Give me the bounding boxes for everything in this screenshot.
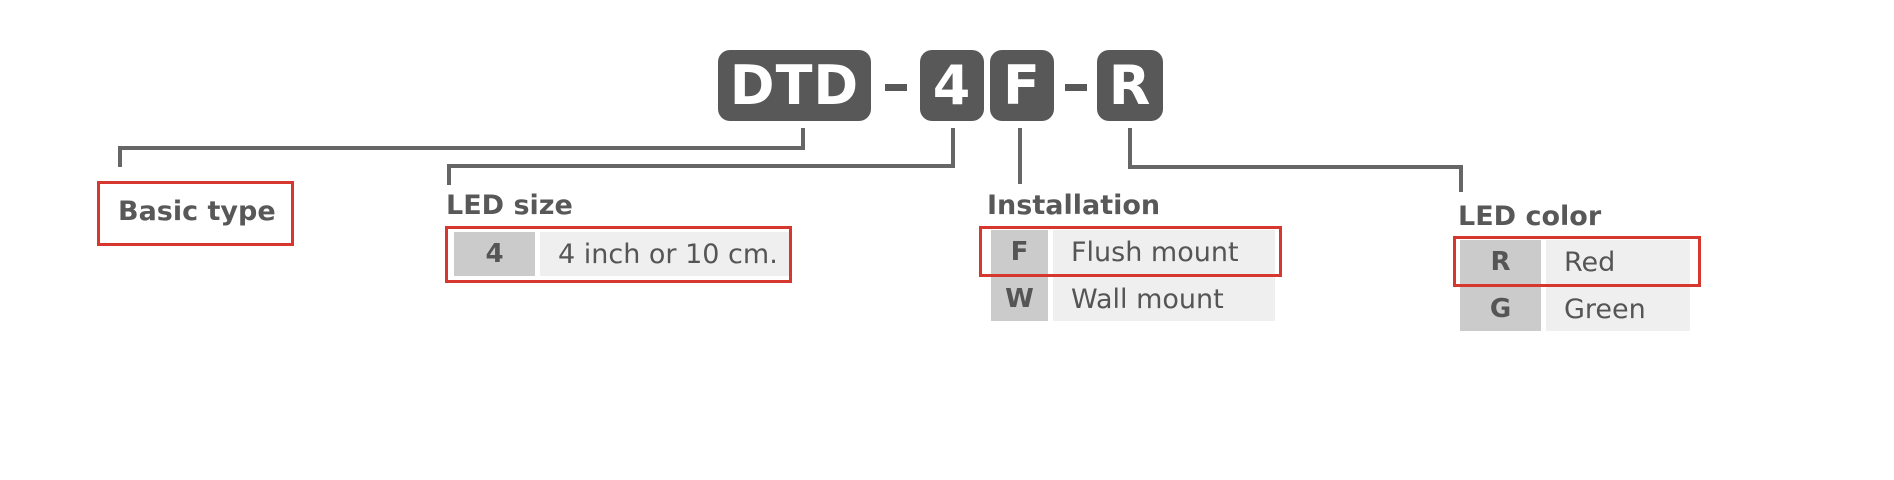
led-size-label: LED size <box>446 190 573 221</box>
led-size-option-row: 4 4 inch or 10 cm. <box>454 232 789 276</box>
code-separator-dash <box>885 84 907 91</box>
basic-type-label: Basic type <box>118 196 276 227</box>
installation-highlight <box>979 226 1282 277</box>
led-size-option-desc: 4 inch or 10 cm. <box>540 232 789 276</box>
led-color-option-key: R <box>1460 240 1541 284</box>
installation-option-row: W Wall mount <box>991 277 1275 321</box>
installation-option-row: F Flush mount <box>991 230 1275 274</box>
connector-led-color <box>1128 128 1463 192</box>
led-color-option-row: R Red <box>1460 240 1690 284</box>
led-color-option-row: G Green <box>1460 287 1690 331</box>
installation-label: Installation <box>987 190 1161 221</box>
connector-led-size <box>447 128 955 185</box>
installation-option-key: W <box>991 277 1048 321</box>
led-color-highlight <box>1453 236 1701 287</box>
led-color-option-key: G <box>1460 287 1541 331</box>
code-led-size-box: 4 <box>920 50 984 121</box>
led-color-label: LED color <box>1458 201 1602 232</box>
led-color-option-desc: Red <box>1546 240 1690 284</box>
installation-option-desc: Wall mount <box>1053 277 1275 321</box>
code-led-size-text: 4 <box>932 54 972 117</box>
code-basic-type-text: DTD <box>729 54 860 117</box>
installation-option-desc: Flush mount <box>1053 230 1275 274</box>
led-color-option-desc: Green <box>1546 287 1690 331</box>
installation-option-key: F <box>991 230 1048 274</box>
connector-basic-type <box>118 128 805 167</box>
code-installation-box: F <box>990 50 1054 121</box>
code-led-color-text: R <box>1108 54 1152 117</box>
led-size-highlight <box>445 226 792 283</box>
code-basic-type-box: DTD <box>718 50 871 121</box>
code-installation-text: F <box>1003 54 1041 117</box>
code-led-color-box: R <box>1097 50 1163 121</box>
basic-type-highlight <box>97 181 294 246</box>
code-separator-dash <box>1065 84 1087 91</box>
led-size-option-key: 4 <box>454 232 535 276</box>
